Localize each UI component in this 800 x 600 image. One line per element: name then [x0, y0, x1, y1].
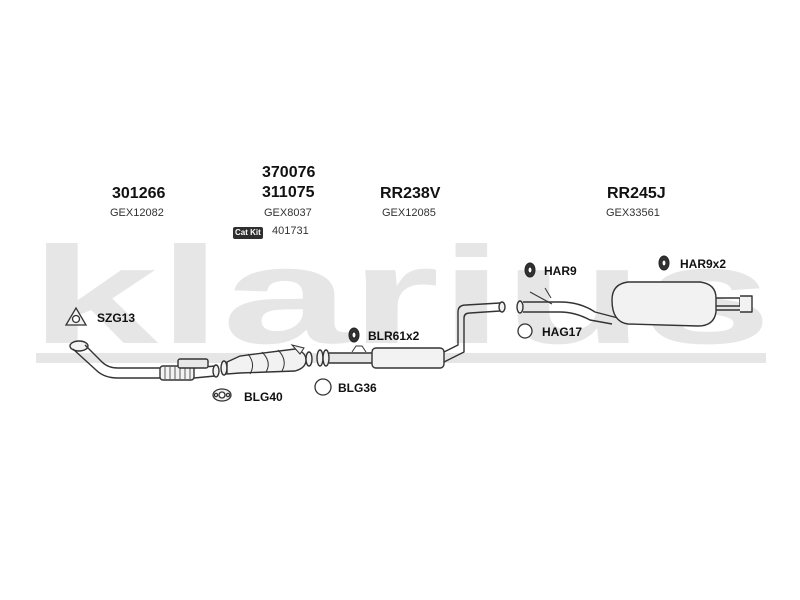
oe-code-gex33561: GEX33561 [606, 207, 660, 219]
part-number-rr245j[interactable]: RR245J [607, 185, 666, 202]
cat-kit-badge: Cat Kit [233, 227, 263, 239]
centre-silencer-part[interactable] [316, 301, 506, 369]
har9x2-icon [658, 255, 670, 271]
oe-code-gex12085: GEX12085 [382, 207, 436, 219]
part-label-szg13[interactable]: SZG13 [97, 311, 136, 325]
part-label-blg36[interactable]: BLG36 [338, 381, 377, 395]
hag17-icon [517, 323, 533, 339]
part-label-har9[interactable]: HAR9 [544, 264, 577, 278]
part-number-311075[interactable]: 311075 [262, 184, 315, 201]
catalytic-converter-part[interactable] [220, 344, 313, 376]
oe-code-gex8037: GEX8037 [264, 207, 312, 219]
part-label-blr61x2[interactable]: BLR61x2 [368, 329, 420, 343]
blg40-icon [212, 388, 232, 402]
part-label-hag17[interactable]: HAG17 [542, 325, 583, 339]
part-number-370076[interactable]: 370076 [262, 164, 316, 181]
part-label-har9x2[interactable]: HAR9x2 [680, 257, 727, 271]
blg36-icon [314, 378, 332, 396]
front-pipe-part[interactable] [69, 340, 220, 381]
part-label-blg40[interactable]: BLG40 [244, 390, 283, 404]
har9-icon [524, 262, 536, 278]
part-number-301266[interactable]: 301266 [112, 185, 166, 202]
blr61-icon [348, 327, 360, 343]
szg13-icon [64, 306, 88, 326]
oe-code-gex12082: GEX12082 [110, 207, 164, 219]
cat-kit-number[interactable]: 401731 [272, 225, 309, 237]
part-number-rr238v[interactable]: RR238V [380, 185, 441, 202]
rear-silencer-part[interactable] [516, 281, 753, 327]
